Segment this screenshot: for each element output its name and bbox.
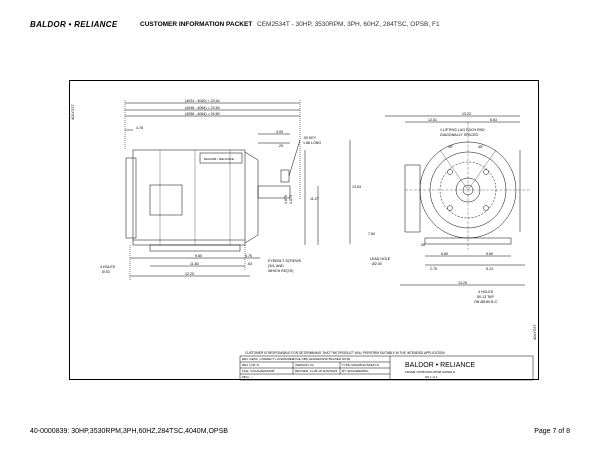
tb-version: VERSION: 02 bbox=[295, 363, 314, 367]
end-view-labels: 13.22 12.51 6.63 1 LIFTING LUG EACH END … bbox=[352, 112, 498, 304]
dim-11-27: 11.27 bbox=[310, 197, 319, 201]
dim-4-78: 4.78 bbox=[136, 126, 143, 130]
dim-12-20: 12.20 bbox=[185, 272, 194, 276]
shaft bbox=[257, 185, 291, 199]
dim-4-76: 4.76 bbox=[245, 254, 252, 258]
dim-shaft-a: 1.875 bbox=[284, 195, 288, 204]
dim-shaft-b: 1.873 bbox=[289, 195, 293, 204]
page-number: Page 7 of 8 bbox=[534, 428, 570, 435]
nameplate-label: BALDOR • RELIANCE bbox=[204, 157, 234, 161]
motor-end-bell bbox=[125, 157, 137, 239]
dim-13-63: 13.63 bbox=[352, 185, 361, 189]
document-title: CUSTOMER INFORMATION PACKET bbox=[140, 21, 253, 28]
dim-12-51: 12.51 bbox=[428, 118, 437, 122]
dim-11-60: 11.60 bbox=[190, 262, 199, 266]
tb-type: TYPE: DRAWING/SKETCH bbox=[342, 363, 379, 367]
dim-3-00: 3.00 bbox=[276, 130, 283, 134]
title-block bbox=[239, 355, 534, 381]
dim-9-50: 9.50 bbox=[195, 254, 202, 258]
dim-13-25: 13.25 bbox=[458, 281, 467, 285]
dim-63: .63 bbox=[247, 262, 252, 266]
tb-revised: REVISED: 11-05-18 11/02/2023 bbox=[295, 369, 338, 373]
title-block-text: REV. DESC. CORRECT LAYERS/REMOVE OBS LEA… bbox=[242, 357, 475, 379]
lifting-line-2: DIAGONALLY SPACED bbox=[440, 133, 479, 137]
holes-label: 4 HOLES bbox=[100, 265, 116, 269]
key-label: .50 KEY bbox=[303, 136, 317, 140]
dim-5-60: 5.60 bbox=[441, 252, 448, 256]
tb-rev-desc: REV. DESC. CORRECT LAYERS/REMOVE OBS LEA… bbox=[242, 357, 350, 361]
dim-5-60-b: 5.60 bbox=[486, 252, 493, 256]
tb-company: BALDOR • RELIANCE bbox=[405, 362, 475, 369]
nameplate bbox=[199, 152, 243, 164]
eyebolt-line-1: EYEBOLT SCREWS bbox=[268, 259, 302, 263]
angle-40: 40° bbox=[448, 145, 454, 149]
dim-2-75: 2.75 bbox=[430, 267, 437, 271]
bolt-circle-label: ON Ø6.80 B.C. bbox=[474, 300, 498, 304]
dim-28: .28 bbox=[420, 243, 425, 247]
side-id: 40LY227 bbox=[70, 104, 75, 120]
side-view bbox=[124, 100, 319, 280]
tb-file: FILE: \LAAA\20094\AVB bbox=[242, 369, 274, 373]
page-header: BALDOR • RELIANCE CUSTOMER INFORMATION P… bbox=[30, 20, 570, 34]
dim-5-13: 5.13 bbox=[486, 267, 493, 271]
footer-doc-id: 40-0000839: 30HP,3530RPM,3PH,60HZ,284TSC… bbox=[30, 428, 228, 435]
brand-logo: BALDOR • RELIANCE bbox=[30, 20, 118, 29]
dim-7-60: 7.60 bbox=[368, 232, 375, 236]
model-description: CEM2534T - 30HP, 3530RPM, 3PH, 60HZ, 284… bbox=[257, 21, 440, 28]
customer-note: CUSTOMER IS RESPONSIBLE FOR DETERMINING … bbox=[245, 351, 446, 355]
dim-13-22: 13.22 bbox=[462, 112, 471, 116]
eyebolt-line-2: (3/4, AND bbox=[268, 264, 284, 268]
eyebolt-line-3: WHICH REQ'D) bbox=[268, 269, 293, 273]
tb-rev-ltr: REV. LTR: D bbox=[242, 363, 260, 367]
tb-mfg: MFG: -- bbox=[242, 375, 252, 379]
end-conduit-box bbox=[404, 164, 421, 233]
lifting-line-1: 1 LIFTING LUG EACH END bbox=[440, 128, 485, 132]
dim-line-1: (4024 - 4040) = 23.44 bbox=[185, 99, 220, 103]
dim-line-2: (4046 - 4064) = 23.69 bbox=[185, 106, 220, 110]
foot bbox=[149, 244, 241, 252]
key-long-label: 1.88 LONG bbox=[303, 141, 321, 145]
side-view-labels: (4024 - 4040) = 23.44 (4046 - 4064) = 23… bbox=[100, 99, 321, 276]
right-id: 40LY227 bbox=[532, 324, 537, 340]
end-view bbox=[349, 115, 530, 286]
dim-6-63: 6.63 bbox=[490, 118, 497, 122]
dim-line-3: (4056 - 4064) = 24.60 bbox=[185, 112, 220, 116]
tb-by: BY: ENGINEERING bbox=[342, 369, 369, 373]
angle-45: 45° bbox=[478, 145, 484, 149]
drawing-sheet bbox=[69, 80, 539, 380]
tb-sheet: SH 1 of 1 bbox=[425, 375, 438, 379]
lead-hole-label: LEAD HOLE bbox=[370, 257, 391, 261]
tb-desc: FRAME OPSB DPR-OPSB SUPER E bbox=[405, 370, 455, 374]
holes-dia-label: Ø.53 bbox=[102, 270, 110, 274]
tap-holes-label: 4 HOLES bbox=[478, 290, 494, 294]
conduit-box bbox=[149, 184, 183, 216]
tap-size-label: .50-13 TAP bbox=[476, 295, 494, 299]
lead-dia-label: Ø2.00 bbox=[372, 262, 382, 266]
dim-25: .25 bbox=[278, 144, 283, 148]
